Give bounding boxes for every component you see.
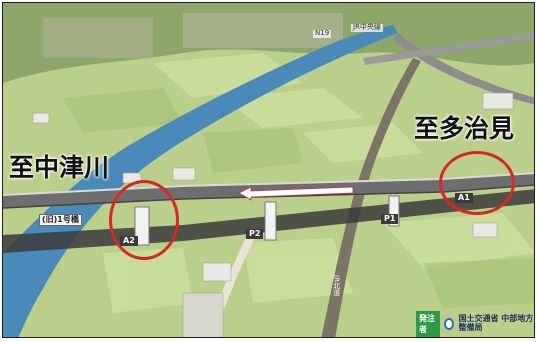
pier-p2-column bbox=[264, 201, 277, 241]
railway bbox=[321, 58, 421, 337]
bridge-rendering: 至中津川 至多治見 A1 P1 P2 A2 (旧)1号橋 N19 JR中央線 J… bbox=[2, 2, 535, 338]
pier-p1-label: P1 bbox=[381, 214, 399, 224]
pier-p1-column bbox=[388, 195, 400, 227]
highlight-ring-a2 bbox=[109, 180, 179, 260]
rail-sign: JR中央線 bbox=[351, 23, 383, 32]
old-bridge-sign: (旧)1号橋 bbox=[39, 214, 82, 226]
destination-label-nakatsugawa: 至中津川 bbox=[9, 153, 110, 182]
credit-block: 発注者 国土交通省 中部地方整備局 bbox=[416, 311, 534, 337]
client-organization: 国土交通省 中部地方整備局 bbox=[458, 314, 534, 332]
pier-p2-label: P2 bbox=[246, 229, 264, 239]
abutment-a2-label: A2 bbox=[120, 236, 138, 246]
route-sign: N19 bbox=[313, 29, 332, 38]
railway-label: JR北道 bbox=[332, 275, 341, 296]
abutment-a1-label: A1 bbox=[455, 193, 473, 203]
highlight-ring-a1 bbox=[439, 151, 515, 215]
river bbox=[3, 25, 398, 337]
arrow-left-icon bbox=[238, 186, 354, 201]
destination-label-tajimi: 至多治見 bbox=[414, 114, 515, 143]
ministry-logo-icon bbox=[444, 318, 455, 330]
client-badge: 発注者 bbox=[416, 311, 441, 337]
